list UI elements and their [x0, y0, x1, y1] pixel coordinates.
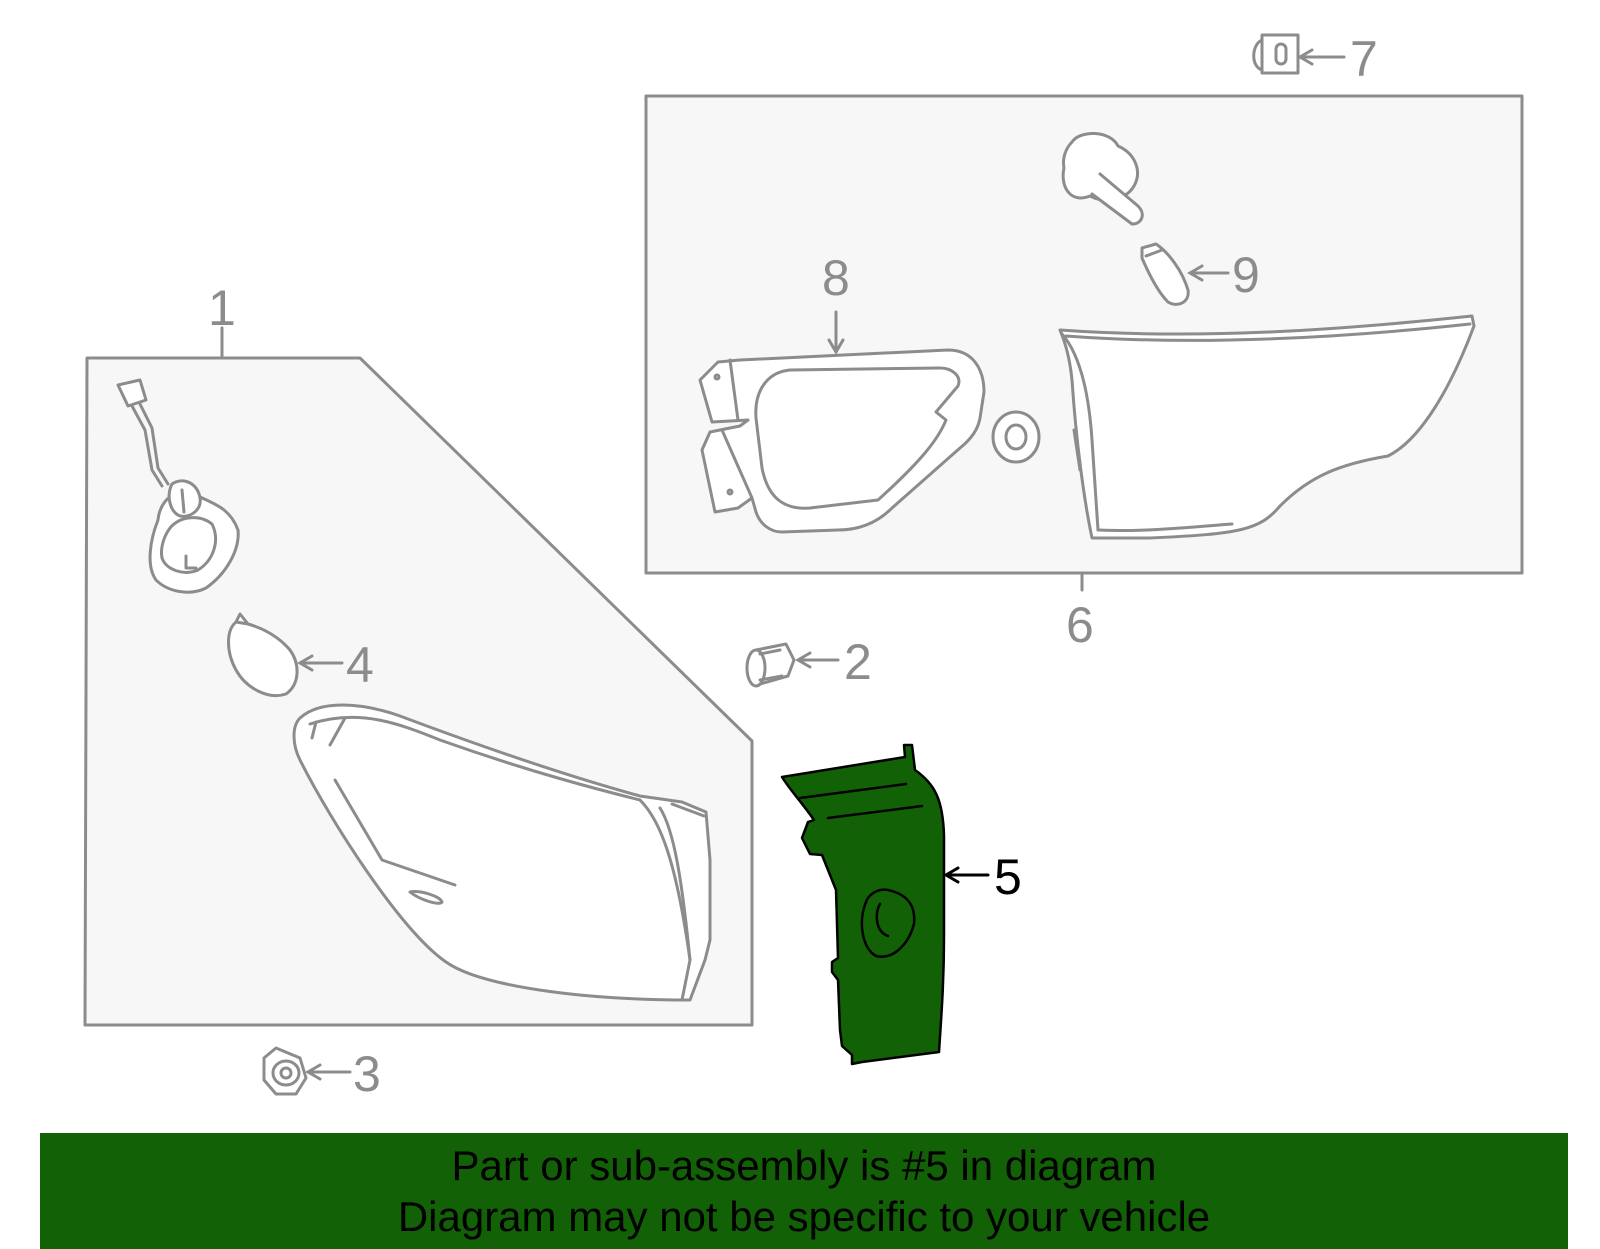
callout-2-arrow: [795, 651, 840, 669]
bulb-part-4: [227, 612, 299, 697]
callout-4-arrow: [297, 654, 344, 672]
tail-lamp-housing: [292, 703, 712, 1002]
callout-8-arrow: [827, 310, 845, 355]
info-banner: Part or sub-assembly is #5 in diagram Di…: [40, 1133, 1568, 1249]
callout-4: 4: [346, 637, 374, 693]
callout-5: 5: [994, 849, 1022, 905]
callout-9: 9: [1232, 247, 1260, 303]
lamp-gasket-part-8: [698, 348, 986, 534]
banner-line-2: Diagram may not be specific to your vehi…: [397, 1193, 1211, 1240]
bulb-part-9: [1140, 242, 1190, 306]
inner-lamp-lens-part-6: [1058, 314, 1476, 540]
callout-3-arrow: [305, 1063, 352, 1081]
banner-line-1: Part or sub-assembly is #5 in diagram: [451, 1142, 1157, 1189]
callout-8: 8: [822, 250, 850, 306]
callout-9-arrow: [1187, 264, 1230, 282]
callout-7-arrow: [1297, 48, 1346, 66]
callout-7: 7: [1350, 31, 1378, 87]
clip-part-2: [745, 642, 796, 688]
nut-part-3: [262, 1046, 308, 1096]
callout-3: 3: [353, 1046, 381, 1102]
screw: [1061, 132, 1144, 226]
callout-2: 2: [844, 634, 872, 690]
callout-5-arrow: [943, 866, 990, 884]
clip-part-7: [1252, 33, 1300, 75]
grommet: [991, 410, 1041, 464]
callout-6: 6: [1066, 597, 1094, 653]
callout-1: 1: [208, 280, 236, 336]
highlighted-part-5: [780, 743, 946, 1066]
bulb-socket-with-wire: [116, 378, 240, 594]
